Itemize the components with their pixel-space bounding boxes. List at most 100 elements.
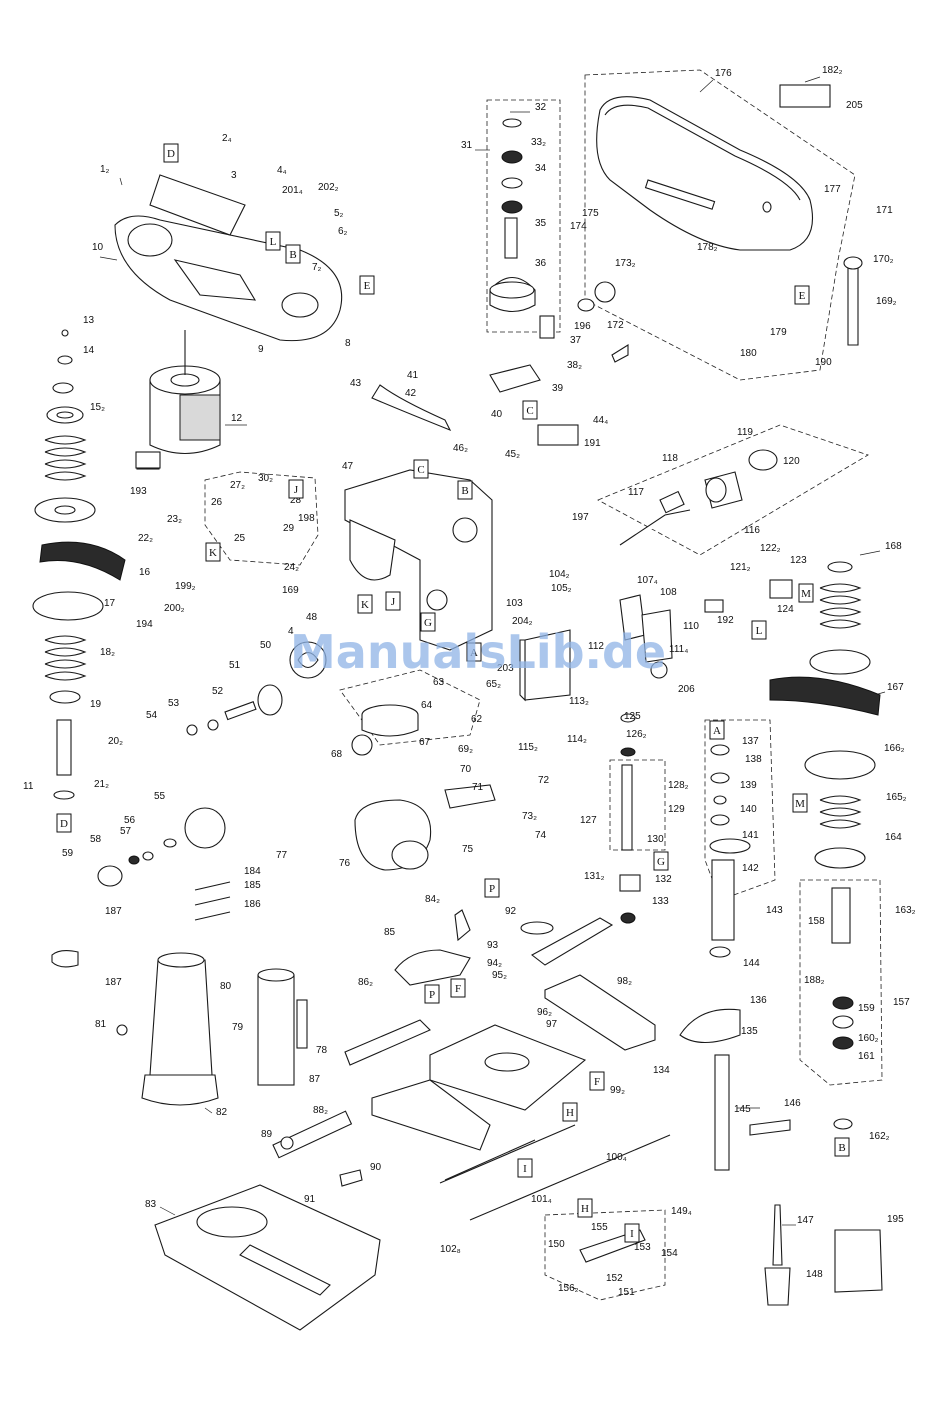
tag-box <box>517 1158 533 1178</box>
callout-c17: 17 <box>104 598 116 609</box>
tag-box <box>359 275 375 295</box>
tag-tP1: P <box>484 878 500 898</box>
spindle-pulley <box>489 118 536 313</box>
tag-tH2: H <box>577 1198 593 1218</box>
callout-c203: 203 <box>497 663 514 674</box>
callout-c153: 153 <box>634 1242 651 1253</box>
callout-c92: 92 <box>505 906 517 917</box>
tag-letter: G <box>424 617 432 629</box>
callout-c11: 11 <box>23 781 34 792</box>
callout-c139: 139 <box>740 780 757 791</box>
tag-letter: P <box>489 883 495 895</box>
callout-c141: 141 <box>742 830 759 841</box>
tag-box <box>420 612 436 632</box>
tag-letter: D <box>167 148 175 160</box>
right-spring-stack <box>769 561 881 1130</box>
callout-c142: 142 <box>742 863 759 874</box>
tag-letter: H <box>566 1107 574 1119</box>
callout-c170: 170₂ <box>873 254 894 265</box>
callout-c13: 13 <box>83 315 95 326</box>
callout-c5: 5₂ <box>334 208 344 219</box>
callout-c188: 188₂ <box>804 975 825 986</box>
callout-c44: 44₄ <box>593 415 608 426</box>
callout-c51: 51 <box>229 660 241 671</box>
callout-c57: 57 <box>120 826 132 837</box>
callout-c185: 185 <box>244 880 261 891</box>
callout-c49: 4 <box>288 626 294 637</box>
callout-c36: 36 <box>535 258 547 269</box>
callout-c148: 148 <box>806 1269 823 1280</box>
callout-c53: 53 <box>168 698 180 709</box>
tag-letter: M <box>795 798 805 810</box>
callout-c176: 176 <box>715 68 732 79</box>
callout-c3: 3 <box>231 170 237 181</box>
callout-c42: 42 <box>405 388 417 399</box>
spindle-parts <box>619 713 883 1306</box>
tag-tG1: G <box>420 612 436 632</box>
callout-c99: 99₂ <box>610 1085 625 1096</box>
callout-c88: 88₂ <box>313 1105 328 1116</box>
tag-tL1: L <box>265 231 281 251</box>
callout-c178: 178₂ <box>697 242 718 253</box>
callout-c35: 35 <box>535 218 547 229</box>
callout-c45: 45₂ <box>505 449 520 460</box>
tag-tG2: G <box>653 851 669 871</box>
tag-letter: J <box>294 484 299 496</box>
callout-c169: 169₂ <box>876 296 897 307</box>
callout-c143: 143 <box>766 905 783 916</box>
callout-c172: 172 <box>607 320 624 331</box>
tag-box <box>522 400 538 420</box>
callout-c202: 202₂ <box>318 182 339 193</box>
callout-c52: 52 <box>212 686 224 697</box>
work-table <box>344 917 671 1221</box>
tag-tL2: L <box>751 620 767 640</box>
callout-c192: 192 <box>717 615 734 626</box>
tag-letter: K <box>209 547 217 559</box>
callout-c38: 38₂ <box>567 360 582 371</box>
callout-c41: 41 <box>407 370 419 381</box>
feed-handle <box>97 641 327 887</box>
callout-c58: 58 <box>90 834 102 845</box>
tag-tH1: H <box>562 1102 578 1122</box>
callout-c25: 25 <box>234 533 246 544</box>
callout-c191: 191 <box>584 438 601 449</box>
tag-letter: I <box>523 1163 527 1175</box>
callout-c47: 47 <box>342 461 354 472</box>
callout-c21: 21₂ <box>94 779 109 790</box>
callout-c40: 40 <box>491 409 503 420</box>
tag-box <box>484 878 500 898</box>
callout-c179: 179 <box>770 327 787 338</box>
tag-letter: F <box>594 1076 600 1088</box>
callout-c7: 7₂ <box>312 262 322 273</box>
tag-box <box>577 1198 593 1218</box>
callout-c128: 128₂ <box>668 780 689 791</box>
callout-c31: 31 <box>461 140 473 151</box>
callout-c135: 135 <box>741 1026 758 1037</box>
tag-tB3: B <box>834 1137 850 1157</box>
tag-letter: K <box>361 599 369 611</box>
tag-box <box>285 244 301 264</box>
callout-c127: 127 <box>580 815 597 826</box>
callout-c164: 164 <box>885 832 902 843</box>
callout-c168: 168 <box>885 541 902 552</box>
callout-c197: 197 <box>572 512 589 523</box>
callout-c37: 37 <box>570 335 582 346</box>
tag-tM1: M <box>798 583 814 603</box>
callout-c72: 72 <box>538 775 550 786</box>
tag-tP2: P <box>424 984 440 1004</box>
callout-c206: 206 <box>678 684 695 695</box>
callout-c90: 90 <box>370 1162 382 1173</box>
tag-letter: M <box>801 588 811 600</box>
callout-c125: 125 <box>624 711 641 722</box>
callout-c167: 167 <box>887 682 904 693</box>
motor <box>136 330 221 470</box>
callout-c149: 149₄ <box>671 1206 692 1217</box>
callout-c137: 137 <box>742 736 759 747</box>
callout-c71: 71 <box>472 782 484 793</box>
tag-box <box>357 594 373 614</box>
tag-letter: B <box>838 1142 845 1154</box>
callout-c56: 56 <box>124 815 136 826</box>
callout-c205: 205 <box>846 100 863 111</box>
callout-c104: 104₂ <box>549 569 570 580</box>
callout-c93: 93 <box>487 940 499 951</box>
